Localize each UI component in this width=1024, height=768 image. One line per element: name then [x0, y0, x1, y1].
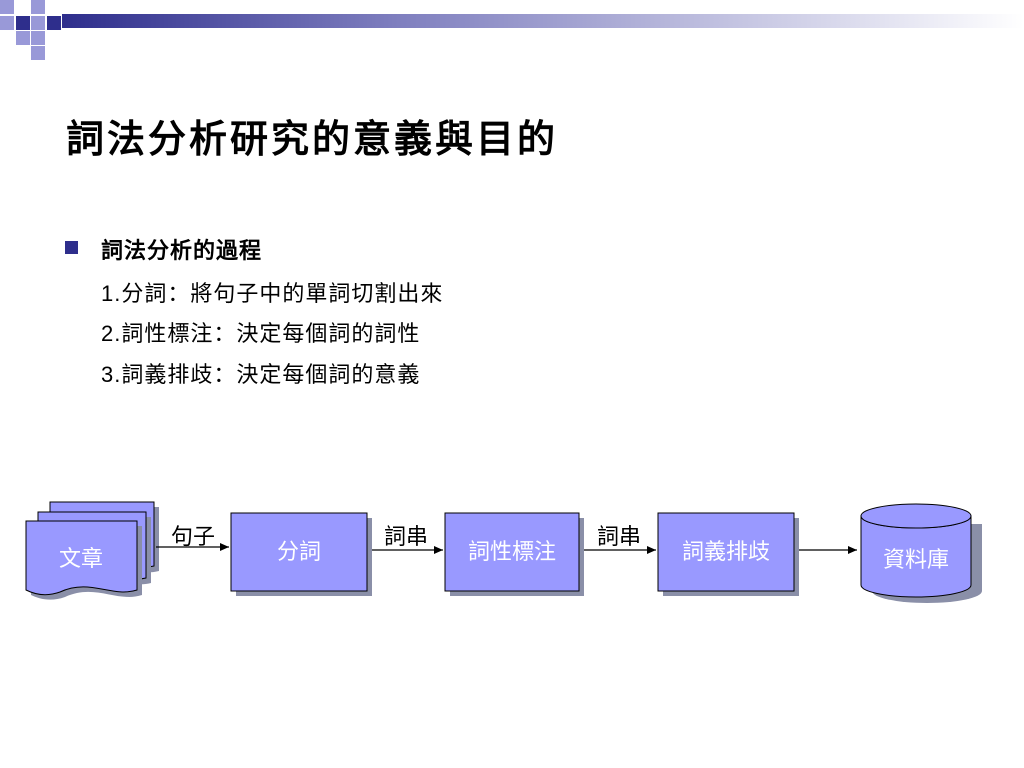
gradient-bar [62, 14, 1024, 28]
bullet-square-icon [65, 241, 78, 254]
list-item: 1.分詞：將句子中的單詞切割出來 [101, 276, 443, 308]
deco-square [31, 31, 45, 45]
database-label: 資料庫 [883, 548, 949, 573]
list-item: 2.詞性標注：決定每個詞的詞性 [101, 316, 420, 348]
deco-square [31, 46, 45, 60]
document-stack-shape: 文章 [25, 501, 159, 600]
item-number: 2. [101, 321, 122, 346]
deco-square [31, 0, 45, 14]
node-label: 分詞 [277, 540, 321, 565]
item-text: 詞性標注：決定每個詞的詞性 [121, 322, 421, 347]
edge-label: 詞串 [597, 525, 641, 550]
item-text: 詞義排歧：決定每個詞的意義 [121, 363, 421, 388]
item-number: 3. [101, 362, 122, 387]
edge-label: 詞串 [384, 525, 428, 550]
header-decoration [0, 0, 1024, 60]
item-number: 1. [101, 281, 122, 306]
deco-square [0, 0, 14, 14]
process-box-pos-tagging: 詞性標注 [444, 512, 584, 596]
deco-square [16, 31, 30, 45]
database-cylinder-icon: 資料庫 [860, 503, 982, 603]
node-label: 詞義排歧 [682, 540, 770, 565]
edge-label: 句子 [171, 525, 215, 550]
item-text: 分詞：將句子中的單詞切割出來 [121, 282, 444, 307]
node-label: 詞性標注 [468, 540, 556, 565]
process-box-segmentation: 分詞 [230, 512, 372, 596]
deco-square [0, 16, 14, 30]
bullet-heading: 詞法分析的過程 [101, 238, 263, 264]
list-item: 3.詞義排歧：決定每個詞的意義 [101, 357, 420, 389]
document-label: 文章 [59, 547, 103, 572]
deco-square [47, 16, 61, 30]
deco-square [31, 16, 45, 30]
process-box-wsd: 詞義排歧 [657, 512, 799, 596]
page-title: 詞法分析研究的意義與目的 [66, 116, 559, 161]
deco-square [16, 16, 30, 30]
